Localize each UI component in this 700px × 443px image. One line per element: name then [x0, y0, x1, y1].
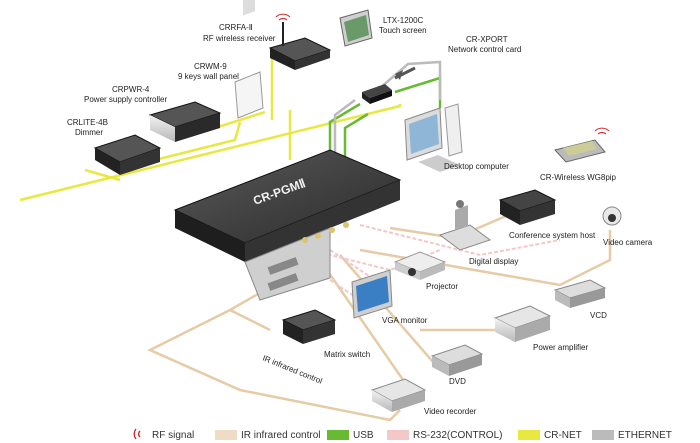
matrix-switch-device	[281, 309, 337, 344]
digital-display-device	[438, 200, 492, 251]
label-vga: VGA monitor	[382, 316, 428, 325]
label-touch-screen-model: LTX-1200C	[383, 16, 424, 25]
legend-item-rs232: RS-232(CONTROL)	[387, 430, 502, 441]
projector-device	[393, 251, 447, 280]
xport-device	[362, 66, 416, 104]
label-wireless: CR-Wireless WG8pip	[540, 173, 617, 182]
legend-swatch-crnet	[518, 430, 540, 440]
legend-label-usb: USB	[353, 430, 374, 441]
legend-label-rs232: RS-232(CONTROL)	[413, 430, 502, 441]
legend-item-rf: RF signal	[133, 428, 194, 441]
legend: RF signal IR infrared control USB RS-232…	[133, 428, 672, 441]
legend-label-ir: IR infrared control	[241, 430, 320, 441]
legend-swatch-rs232	[387, 430, 409, 440]
legend-label-ethernet: ETHERNET	[618, 430, 672, 441]
label-wall-panel-model: CRWM-9	[194, 62, 227, 71]
label-recorder: Video recorder	[424, 407, 477, 416]
video-recorder-device	[370, 378, 427, 412]
label-power-ctrl-model: CRPWR-4	[112, 85, 150, 94]
power-amplifier-device	[493, 305, 552, 342]
dvd-device	[430, 344, 484, 376]
cr-pgm-controller: CR-PGMⅡ	[173, 149, 402, 301]
legend-label-rf: RF signal	[152, 430, 194, 441]
label-camera: Video camera	[603, 238, 653, 247]
label-rf-receiver-model: CRRFA-Ⅱ	[219, 23, 253, 32]
legend-swatch-ethernet	[592, 430, 614, 440]
wall-panel-device	[234, 0, 264, 119]
label-dimmer-desc: Dimmer	[75, 128, 103, 137]
label-dimmer-model: CRLITE-4B	[67, 118, 108, 127]
rf-receiver-device	[268, 13, 332, 70]
crnet-cable	[19, 58, 402, 202]
desktop-computer-device	[404, 103, 463, 172]
label-wall-panel-desc: 9 keys wall panel	[178, 72, 239, 81]
label-desktop: Desktop computer	[444, 162, 509, 171]
label-matrix: Matrix switch	[324, 350, 370, 359]
label-rf-receiver-desc: RF wireless receiver	[203, 34, 276, 43]
label-power-ctrl-desc: Power supply controller	[84, 95, 167, 104]
label-vcd: VCD	[590, 311, 607, 320]
dimmer-device	[93, 134, 162, 175]
wireless-panel-device	[554, 127, 610, 163]
rf-wave-icon	[133, 428, 141, 440]
label-display: Digital display	[469, 257, 518, 266]
label-touch-screen-desc: Touch screen	[379, 26, 427, 35]
legend-item-usb: USB	[327, 430, 374, 441]
label-projector: Projector	[426, 282, 458, 291]
legend-item-ir: IR infrared control	[215, 430, 320, 441]
vcd-device	[553, 279, 607, 308]
label-amplifier: Power amplifier	[533, 343, 588, 352]
touch-screen-device	[339, 9, 373, 47]
vga-monitor-device	[351, 269, 393, 319]
legend-label-crnet: CR-NET	[544, 430, 582, 441]
legend-swatch-usb	[327, 430, 349, 440]
label-xport-desc: Network control card	[448, 45, 521, 54]
power-supply-device	[148, 101, 222, 142]
label-conference: Conference system host	[509, 231, 596, 240]
legend-swatch-ir	[215, 430, 237, 440]
legend-item-ethernet: ETHERNET	[592, 430, 672, 441]
label-xport-model: CR-XPORT	[466, 35, 508, 44]
label-dvd: DVD	[449, 377, 466, 386]
legend-item-crnet: CR-NET	[518, 430, 582, 441]
label-ir-path: IR infrared control	[261, 354, 324, 386]
video-camera-device	[602, 206, 622, 226]
conference-host-device	[498, 189, 557, 225]
